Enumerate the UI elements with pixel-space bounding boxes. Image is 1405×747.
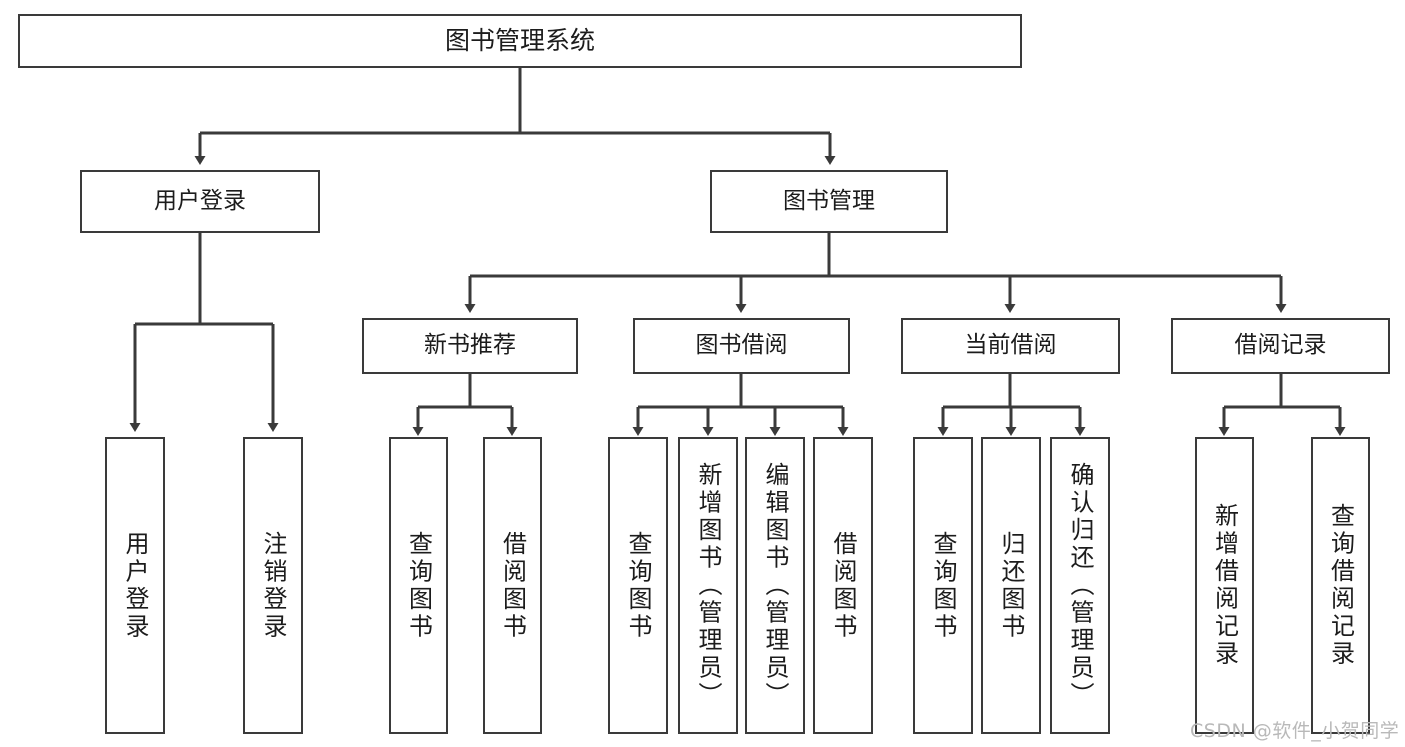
node-label: 借阅图书: [498, 530, 527, 641]
node-borrow-record[interactable]: 借阅记录: [1171, 318, 1390, 374]
leaf-query-book-current[interactable]: 查询图书: [913, 437, 973, 734]
leaf-logout[interactable]: 注销登录: [243, 437, 303, 734]
leaf-borrow-book-recommend[interactable]: 借阅图书: [483, 437, 542, 734]
node-root-system[interactable]: 图书管理系统: [18, 14, 1022, 68]
node-label: 图书借阅: [695, 332, 788, 359]
node-label: 当前借阅: [964, 332, 1057, 359]
leaf-query-book-borrow[interactable]: 查询图书: [608, 437, 668, 734]
node-label: 新增图书（管理员）: [694, 461, 722, 710]
node-label: 确认归还（管理员）: [1066, 461, 1094, 710]
node-label: 图书管理: [783, 187, 875, 214]
node-label: 新增借阅记录: [1210, 503, 1239, 668]
node-label: 用户登录: [154, 187, 246, 214]
node-label: 查询图书: [404, 530, 433, 641]
node-label: 注销登录: [259, 530, 287, 641]
node-book-borrow[interactable]: 图书借阅: [633, 318, 850, 374]
node-current-borrow[interactable]: 当前借阅: [901, 318, 1120, 374]
node-label: 图书管理系统: [444, 26, 595, 56]
leaf-borrow-book[interactable]: 借阅图书: [813, 437, 873, 734]
leaf-query-book-recommend[interactable]: 查询图书: [389, 437, 448, 734]
node-new-book-recommend[interactable]: 新书推荐: [362, 318, 578, 374]
leaf-edit-book-admin[interactable]: 编辑图书（管理员）: [745, 437, 805, 734]
leaf-user-login[interactable]: 用户登录: [105, 437, 165, 734]
node-label: 编辑图书（管理员）: [761, 461, 789, 710]
watermark: CSDN @软件_小贺同学: [1190, 720, 1400, 742]
leaf-return-book[interactable]: 归还图书: [981, 437, 1041, 734]
node-label: 新书推荐: [424, 332, 516, 359]
leaf-add-borrow-record[interactable]: 新增借阅记录: [1195, 437, 1254, 734]
node-label: 用户登录: [121, 530, 149, 641]
leaf-confirm-return-admin[interactable]: 确认归还（管理员）: [1050, 437, 1110, 734]
leaf-query-borrow-record[interactable]: 查询借阅记录: [1311, 437, 1370, 734]
node-label: 查询借阅记录: [1326, 503, 1355, 668]
node-book-management[interactable]: 图书管理: [710, 170, 948, 233]
node-label: 借阅记录: [1234, 332, 1327, 359]
node-label: 查询图书: [929, 530, 957, 641]
node-user-login[interactable]: 用户登录: [80, 170, 320, 233]
leaf-add-book-admin[interactable]: 新增图书（管理员）: [678, 437, 738, 734]
node-label: 借阅图书: [829, 530, 857, 641]
node-label: 归还图书: [997, 530, 1025, 641]
node-label: 查询图书: [624, 530, 652, 641]
